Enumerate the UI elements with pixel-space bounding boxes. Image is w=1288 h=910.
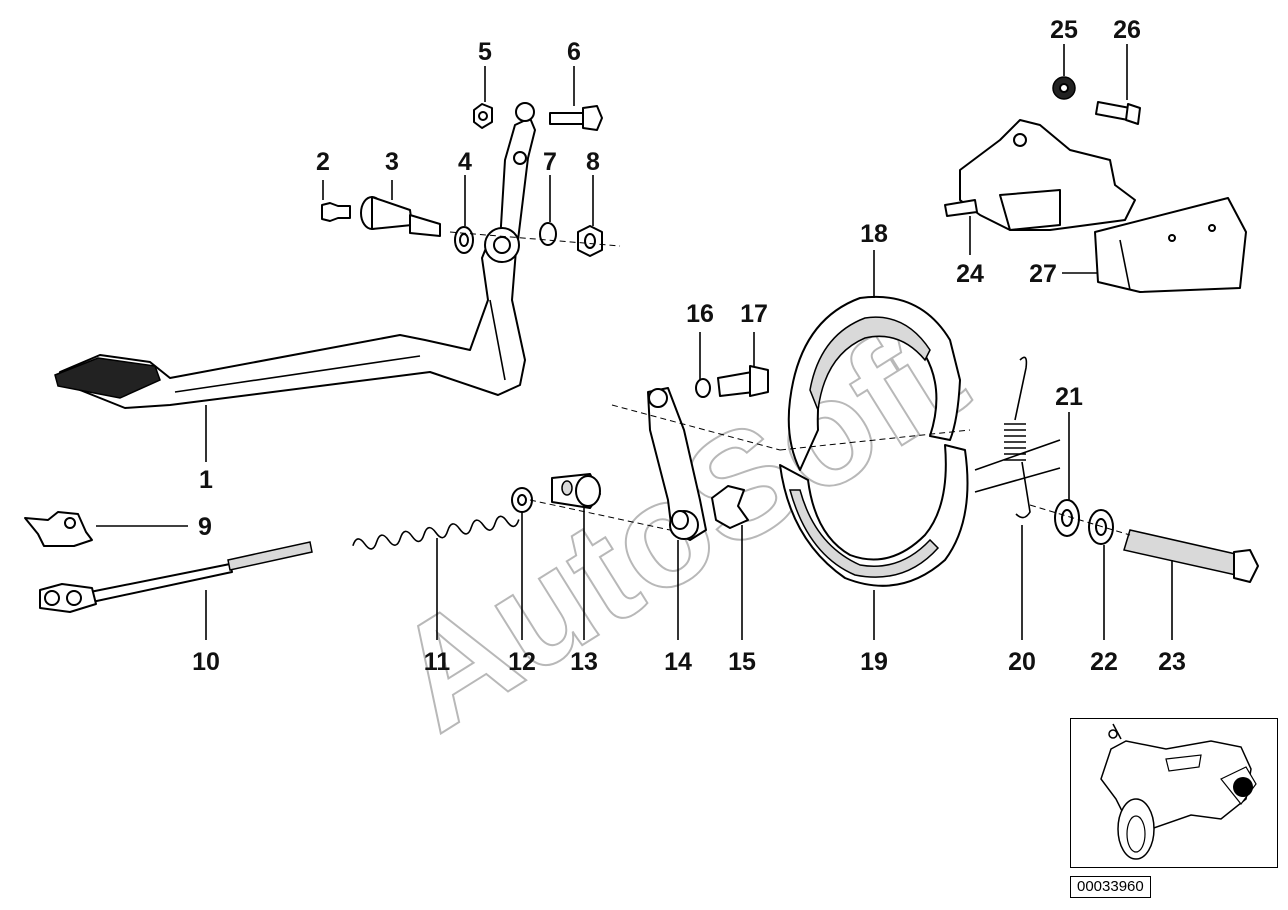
callout-14: 14 bbox=[664, 648, 692, 676]
bolt-top-part bbox=[549, 105, 603, 131]
callout-16: 16 bbox=[686, 300, 714, 328]
callout-8: 8 bbox=[586, 148, 600, 176]
callout-1: 1 bbox=[199, 466, 213, 494]
callout-17: 17 bbox=[740, 300, 768, 328]
spring-washer-small-part bbox=[695, 378, 711, 398]
callout-15: 15 bbox=[728, 648, 756, 676]
callout-19: 19 bbox=[860, 648, 888, 676]
diagram-id-label: 00033960 bbox=[1070, 876, 1151, 898]
callout-3: 3 bbox=[385, 148, 399, 176]
compression-spring-part bbox=[352, 515, 520, 550]
callout-5: 5 bbox=[478, 38, 492, 66]
callout-27: 27 bbox=[1029, 260, 1057, 288]
callout-22: 22 bbox=[1090, 648, 1118, 676]
protective-cap-part bbox=[1094, 197, 1247, 293]
pedal-lever-arm bbox=[484, 102, 536, 263]
wing-nut-part bbox=[711, 485, 749, 529]
nut-top-part bbox=[473, 103, 493, 129]
trunnion-part bbox=[551, 473, 601, 509]
washer-rod-part bbox=[511, 487, 533, 513]
return-spring-part bbox=[1004, 356, 1031, 519]
pivot-bushing-part bbox=[360, 196, 441, 237]
callout-26: 26 bbox=[1113, 16, 1141, 44]
callout-13: 13 bbox=[570, 648, 598, 676]
brake-cam-lever-part bbox=[647, 387, 707, 541]
brake-camshaft-part bbox=[1123, 529, 1259, 583]
callout-2: 2 bbox=[316, 148, 330, 176]
brake-shoe-lower-part bbox=[779, 444, 969, 587]
callout-24: 24 bbox=[956, 260, 984, 288]
stud-bolt-part bbox=[944, 199, 978, 217]
callout-23: 23 bbox=[1158, 648, 1186, 676]
callout-4: 4 bbox=[458, 148, 472, 176]
callout-20: 20 bbox=[1008, 648, 1036, 676]
cap-screw-part bbox=[717, 365, 769, 397]
callout-25: 25 bbox=[1050, 16, 1078, 44]
nut-part bbox=[577, 225, 603, 257]
brake-shoe-upper-part bbox=[787, 296, 961, 471]
callout-7: 7 bbox=[543, 148, 557, 176]
callout-12: 12 bbox=[508, 648, 536, 676]
motorcycle-icon bbox=[1100, 723, 1257, 860]
callout-11: 11 bbox=[424, 648, 451, 676]
spring-washer-part bbox=[539, 222, 557, 246]
brake-pedal-part bbox=[54, 235, 526, 409]
shim-part bbox=[1088, 509, 1114, 545]
lock-nut-part bbox=[1052, 76, 1076, 100]
callout-18: 18 bbox=[860, 220, 888, 248]
screw-part bbox=[1095, 101, 1141, 125]
callout-10: 10 bbox=[192, 648, 220, 676]
motorcycle-location-inset bbox=[1070, 718, 1278, 868]
callout-21: 21 bbox=[1055, 383, 1083, 411]
location-marker-icon bbox=[1233, 777, 1253, 797]
cam-housing-part bbox=[959, 119, 1136, 231]
grease-nipple-part bbox=[321, 202, 351, 222]
thrust-washer-part bbox=[1054, 499, 1080, 537]
washer-part bbox=[454, 226, 474, 254]
callout-6: 6 bbox=[567, 38, 581, 66]
clamp-part bbox=[24, 511, 93, 547]
callout-9: 9 bbox=[198, 513, 212, 541]
brake-rod-part bbox=[39, 541, 313, 613]
